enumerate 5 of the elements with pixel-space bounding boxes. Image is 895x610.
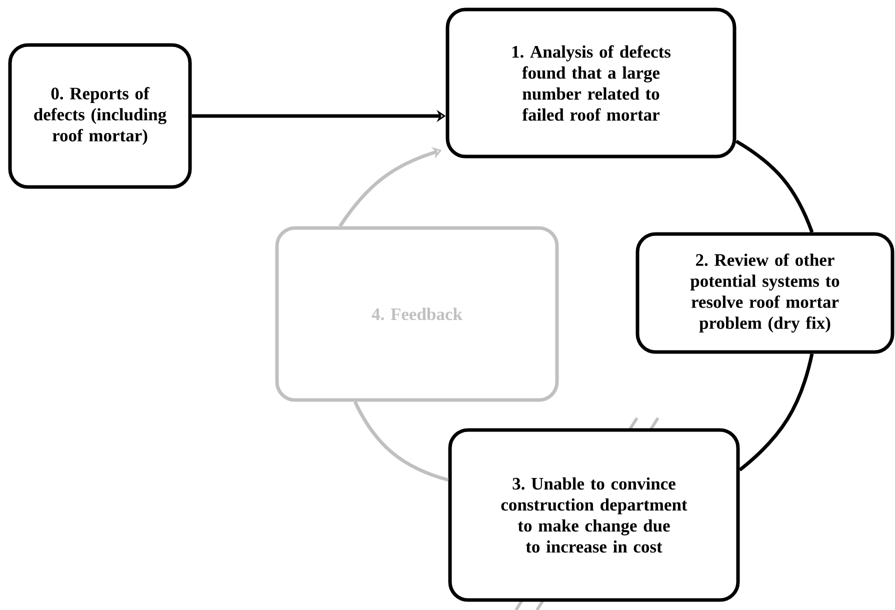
process-box: 2. Review of other potential systems to resolve roof mortar problem (dry fix) [636, 232, 894, 354]
process-box: 0. Reports of defects (including roof mortar) [8, 43, 192, 189]
process-box: 3. Unable to convince construction department to make change due to increase in cost [448, 428, 740, 602]
process-box: 4. Feedback [275, 226, 559, 402]
process-box: 1. Analysis of defects found that a large number related to failed roof mortar [446, 8, 736, 158]
